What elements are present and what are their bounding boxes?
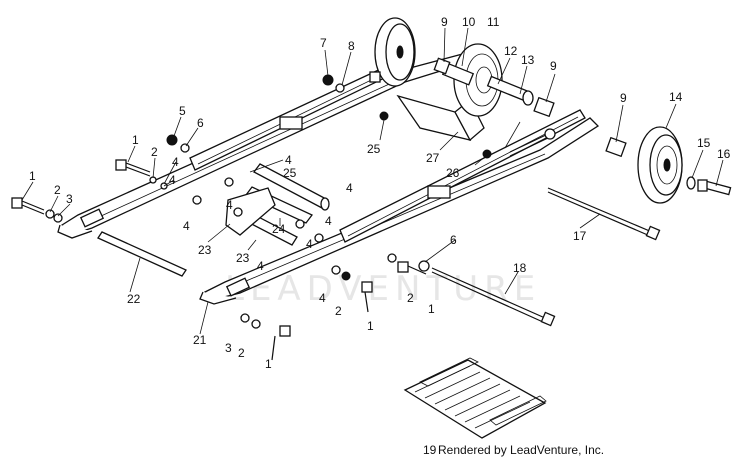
torque-arm-22	[225, 187, 276, 236]
callout-17: 17	[573, 229, 587, 243]
callout-15: 15	[697, 136, 711, 150]
callout-25: 26	[446, 166, 460, 180]
callout-2: 2	[335, 304, 342, 318]
washer-15	[686, 176, 696, 190]
leader-lines	[21, 27, 724, 335]
cross-shaft-21	[97, 231, 187, 277]
callout-18: 18	[513, 261, 527, 275]
callout-4: 4	[306, 237, 313, 251]
callout-4: 4	[172, 155, 179, 169]
callout-5: 5	[179, 104, 186, 118]
callout-1: 1	[132, 133, 139, 147]
callout-1: 1	[29, 169, 36, 183]
callout-2: 2	[54, 183, 61, 197]
callout-24: 25	[283, 166, 297, 180]
bolt-17	[547, 187, 661, 241]
idler-wheel-14	[637, 126, 683, 204]
rear-crossmember-26	[396, 94, 485, 142]
callout-8: 8	[348, 39, 355, 53]
left-upper-rail	[189, 59, 406, 171]
callout-22: 23	[198, 243, 212, 257]
callout-9: 9	[550, 59, 557, 73]
render-credit: Rendered by LeadVenture, Inc.	[438, 443, 604, 457]
callout-10: 10	[462, 15, 476, 29]
hardware-bolts	[11, 71, 492, 361]
callout-20: 21	[193, 333, 207, 347]
callout-12: 12	[504, 44, 518, 58]
callout-26: 27	[426, 151, 440, 165]
callout-16: 16	[717, 147, 731, 161]
callout-3: 3	[225, 341, 232, 355]
callout-4: 4	[285, 153, 292, 167]
callout-4: 4	[226, 198, 233, 212]
callout-9: 9	[441, 15, 448, 29]
callout-1: 1	[367, 319, 374, 333]
callout-4: 4	[257, 259, 264, 273]
cross-shaft-24	[253, 163, 330, 211]
callout-11: 11	[487, 15, 500, 29]
callout-2: 2	[151, 145, 158, 159]
callout-23: 23	[236, 251, 250, 265]
bolt-16	[697, 179, 732, 196]
callout-4: 4	[183, 219, 190, 233]
callout-4: 4	[169, 173, 176, 187]
callout-6: 6	[450, 233, 457, 247]
callout-7: 7	[320, 36, 327, 50]
callout-21: 22	[127, 292, 141, 306]
callout-2: 2	[407, 291, 414, 305]
callout-25: 25	[367, 142, 381, 156]
callout-6: 6	[197, 116, 204, 130]
callout-2: 2	[238, 346, 245, 360]
callout-14: 14	[669, 90, 683, 104]
callout-1: 1	[265, 357, 272, 371]
callout-4: 4	[319, 291, 326, 305]
callout-19: 19	[423, 443, 437, 457]
track-clip-inset	[403, 357, 547, 439]
callout-4: 4	[346, 181, 353, 195]
callout-1: 1	[428, 302, 435, 316]
callout-3: 3	[66, 192, 73, 206]
callout-labels: 1 1 1 1 1 2 2 2 2 2 3 3 4 4 4 4 4 4 4 4 …	[29, 15, 731, 457]
bolt-27	[509, 128, 556, 157]
callout-13: 13	[521, 53, 535, 67]
callout-4: 4	[325, 214, 332, 228]
spacer-9	[433, 57, 627, 158]
callout-23: 24	[272, 222, 286, 236]
bolt-18	[431, 267, 556, 327]
right-upper-rail	[339, 109, 586, 243]
idler-wheel-10	[374, 17, 416, 87]
callout-9: 9	[620, 91, 627, 105]
